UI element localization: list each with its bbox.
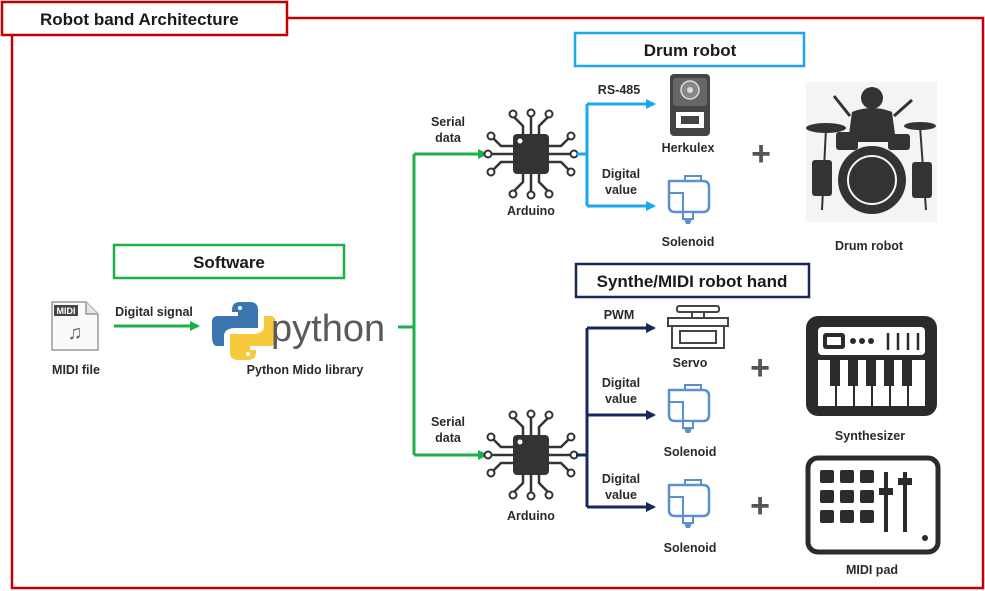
digital-value-1-label-b: value [605, 183, 637, 197]
arduino-top-icon [483, 108, 579, 200]
servo-label: Servo [673, 356, 708, 370]
serial-data-bottom-label-2: data [435, 431, 462, 445]
digital-value-3-label-a: Digital [602, 472, 640, 486]
synthesizer-icon [806, 316, 937, 416]
midi-pad-icon [805, 455, 941, 555]
synth-section-title: Synthe/MIDI robot hand [597, 272, 788, 291]
python-mido-label: Python Mido library [247, 363, 364, 377]
drum-branch-lines [576, 99, 656, 211]
plus-synth: + [750, 349, 770, 387]
drum-robot-label: Drum robot [835, 239, 904, 253]
digital-value-2-label-b: value [605, 392, 637, 406]
midi-badge-label: MIDI [57, 306, 76, 316]
solenoid-synth1-label: Solenoid [664, 445, 717, 459]
solenoid-drum-label: Solenoid [662, 235, 715, 249]
digital-value-2-label-a: Digital [602, 376, 640, 390]
plus-drum: + [751, 135, 771, 173]
digital-value-3-label-b: value [605, 488, 637, 502]
pwm-label: PWM [604, 308, 635, 322]
synth-branch-lines [576, 323, 656, 512]
serial-data-top-label-2: data [435, 131, 462, 145]
arduino-bottom-label: Arduino [507, 509, 555, 523]
arduino-top-label: Arduino [507, 204, 555, 218]
serial-branch-lines [398, 149, 488, 460]
midi-file-label: MIDI file [52, 363, 100, 377]
arduino-bottom-icon [483, 409, 579, 501]
drum-robot-icon [806, 82, 937, 222]
software-section-title: Software [193, 253, 265, 272]
herkulex-icon [670, 74, 710, 136]
rs485-label: RS-485 [598, 83, 640, 97]
serial-data-top-label-1: Serial [431, 115, 465, 129]
synthesizer-label: Synthesizer [835, 429, 905, 443]
plus-midipad: + [750, 487, 770, 525]
drum-section-title: Drum robot [644, 41, 737, 60]
solenoid-synth2-label: Solenoid [664, 541, 717, 555]
drum-section-box [573, 31, 806, 68]
title-box [0, 0, 289, 37]
solenoid-synth2-icon [667, 478, 711, 530]
digital-signal-label: Digital signal [115, 305, 193, 319]
python-logo-icon [212, 302, 276, 360]
digital-value-1-label-a: Digital [602, 167, 640, 181]
serial-data-bottom-label-1: Serial [431, 415, 465, 429]
music-note-glyph: ♫ [68, 322, 83, 344]
solenoid-drum-icon [667, 174, 711, 226]
synth-section-box [574, 262, 811, 299]
solenoid-synth1-icon [667, 383, 711, 435]
page-title: Robot band Architecture [40, 10, 239, 29]
midi-file-icon: MIDI ♫ [51, 301, 99, 351]
software-section-box [112, 243, 346, 280]
midi-pad-label: MIDI pad [846, 563, 898, 577]
herkulex-label: Herkulex [662, 141, 715, 155]
outer-frame [10, 16, 985, 590]
python-wordmark: python [271, 308, 385, 350]
servo-icon [667, 305, 729, 349]
